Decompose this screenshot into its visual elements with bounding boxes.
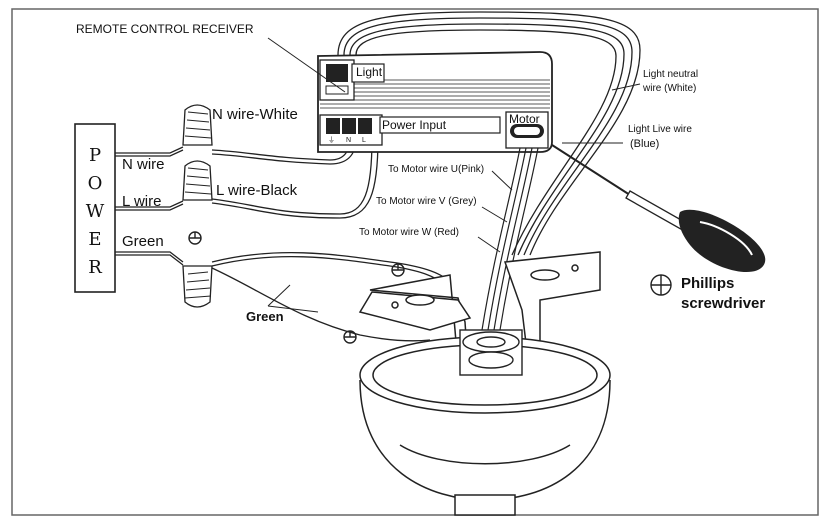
- power-letter-w: W: [85, 201, 105, 222]
- l-wire-black-label: L wire-Black: [216, 182, 298, 199]
- light-live-label-line1: Light Live wire: [628, 124, 692, 135]
- phillips-icon: [650, 274, 672, 296]
- center-hub: [459, 329, 523, 376]
- green-bottom-label: Green: [246, 309, 284, 324]
- wire-nut-n: [182, 104, 213, 146]
- motor-wires: [481, 147, 539, 331]
- motor-v-label: To Motor wire V (Grey): [376, 196, 477, 207]
- wire-nut-green: [182, 265, 213, 308]
- mounting-bracket: [358, 251, 601, 397]
- ground-symbol-bracket: [391, 263, 405, 277]
- power-letter-e: E: [88, 229, 102, 250]
- n-wire-label: N wire: [122, 156, 165, 173]
- l-wire: [115, 137, 379, 219]
- n-wire-white-label: N wire-White: [212, 106, 298, 123]
- receiver-top-wires: [337, 11, 641, 256]
- power-box: [74, 123, 116, 293]
- ground-symbol-power: [188, 231, 202, 245]
- motor-w-label: To Motor wire W (Red): [359, 227, 460, 238]
- light-live-label-line2: (Blue): [630, 138, 660, 150]
- screwdriver: [551, 144, 766, 273]
- motor-box-label: Motor: [509, 112, 540, 126]
- green-leader: [267, 284, 319, 313]
- power-input-label: Power Input: [382, 118, 447, 132]
- diagram-frame: [11, 8, 819, 516]
- receiver-body: [317, 51, 553, 153]
- motor-u-label: To Motor wire U(Pink): [388, 164, 485, 175]
- l-wire-label: L wire: [122, 193, 162, 210]
- terminal-mark-n: N: [346, 137, 352, 144]
- wire-nut-l: [182, 160, 213, 201]
- green-wire: [115, 251, 451, 342]
- light-box-label: Light: [356, 65, 383, 79]
- phillips-label-line1: Phillips: [681, 275, 735, 292]
- light-neutral-label-line2: wire (White): [643, 83, 697, 94]
- leader-lines: [267, 37, 641, 253]
- power-letter-r: R: [88, 257, 102, 278]
- green-power-label: Green: [122, 233, 164, 250]
- receiver-label: REMOTE CONTROL RECEIVER: [76, 22, 254, 36]
- power-letter-o: O: [87, 173, 103, 194]
- terminal-mark-l: L: [362, 137, 366, 144]
- ground-symbol-bottom: [343, 330, 357, 344]
- power-letter-p: P: [88, 145, 102, 166]
- terminal-mark-ground: ⏚: [328, 137, 335, 144]
- light-neutral-label-line1: Light neutral: [643, 69, 699, 80]
- phillips-label-line2: screwdriver: [681, 295, 766, 312]
